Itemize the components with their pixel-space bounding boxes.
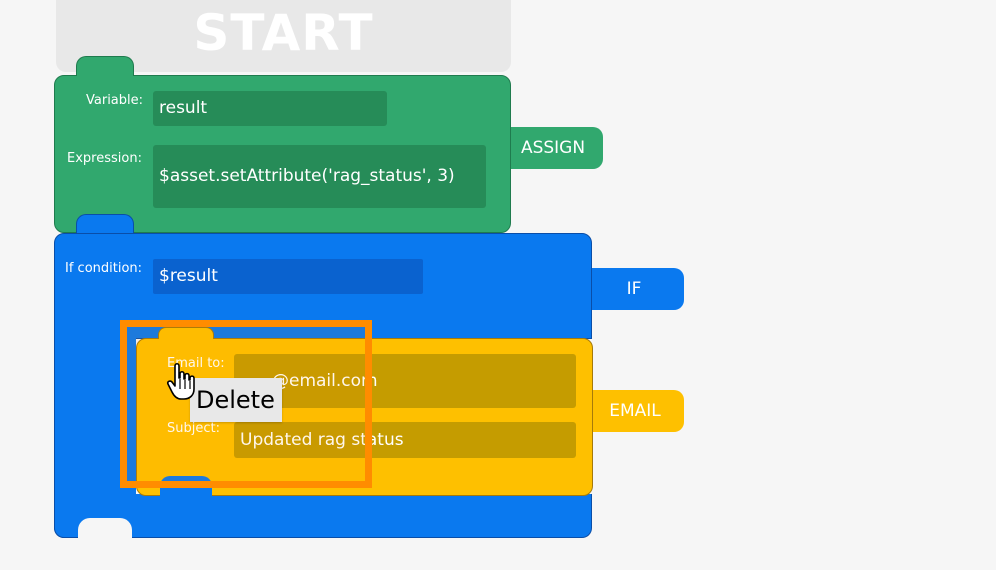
expression-input[interactable]: $asset.setAttribute('rag_status', 3) bbox=[153, 145, 486, 208]
email-to-label: Email to: bbox=[167, 356, 225, 371]
variable-input[interactable]: result bbox=[153, 91, 387, 126]
assign-tab-join bbox=[77, 72, 133, 78]
subject-label: Subject: bbox=[167, 421, 220, 436]
if-condition-label: If condition: bbox=[65, 261, 143, 276]
email-to-input[interactable]: @email.com bbox=[234, 354, 576, 408]
start-label: START bbox=[193, 4, 374, 62]
if-condition-input[interactable]: $result bbox=[153, 259, 423, 294]
if-block-bottom-notch bbox=[78, 518, 132, 542]
context-menu bbox=[190, 378, 282, 422]
assign-block-title: ASSIGN bbox=[520, 138, 586, 158]
if-block-title: IF bbox=[626, 279, 642, 299]
email-block-side-tag[interactable] bbox=[593, 390, 684, 432]
email-block-title: EMAIL bbox=[609, 401, 661, 421]
if-block-footer bbox=[54, 494, 592, 538]
assign-block-side-tag[interactable] bbox=[511, 127, 603, 169]
context-menu-delete[interactable]: Delete bbox=[196, 386, 275, 414]
hand-pointer-icon bbox=[166, 362, 200, 402]
variable-label: Variable: bbox=[86, 93, 144, 108]
subject-input[interactable]: Updated rag status bbox=[234, 422, 576, 458]
email-tab-join bbox=[159, 336, 213, 342]
if-block-side-tag[interactable] bbox=[592, 268, 684, 310]
expression-label: Expression: bbox=[67, 151, 142, 166]
